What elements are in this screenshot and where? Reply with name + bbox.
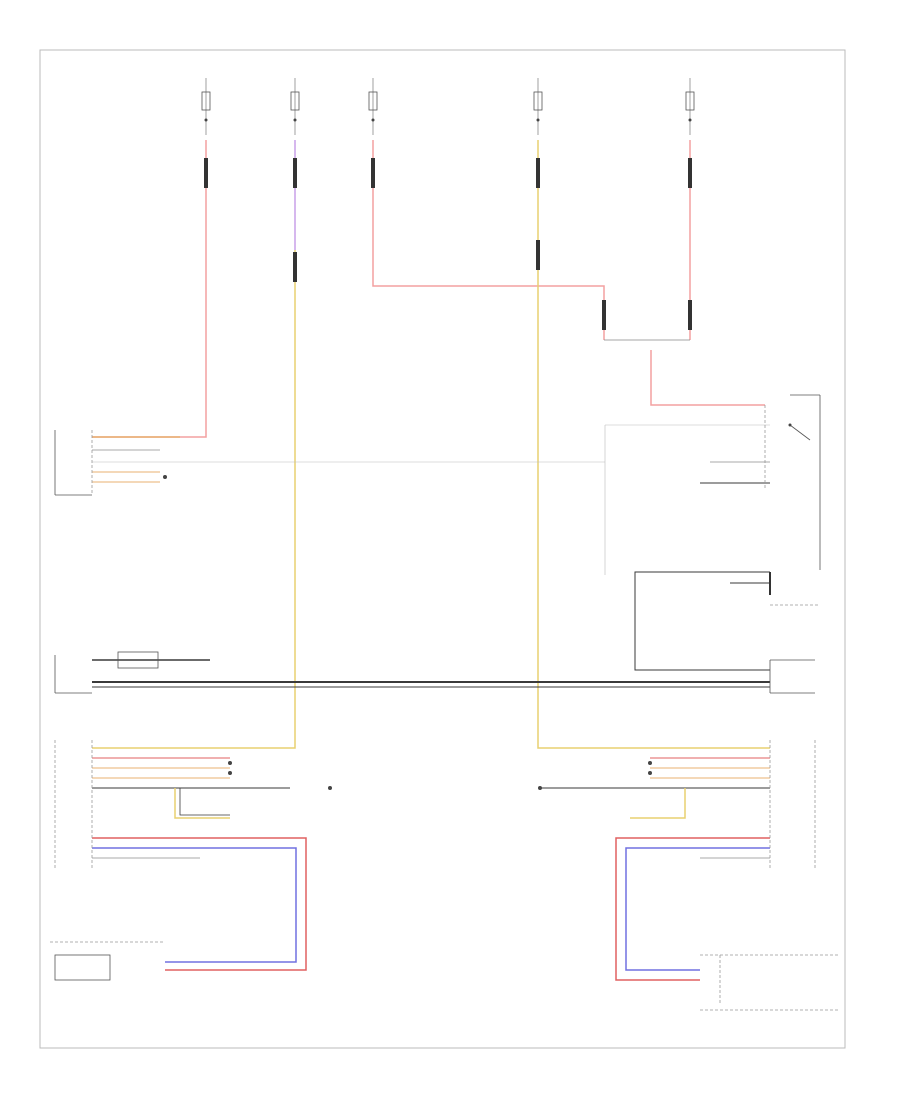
- wire-rear-red-loop: [615, 837, 770, 981]
- comfort-switch-wires: [92, 449, 167, 483]
- fuse-4: [533, 78, 543, 135]
- rear-inline-connector: [769, 572, 820, 606]
- fuse-5: [685, 78, 695, 135]
- wire-pink-rear-switch: [650, 350, 765, 406]
- fuse-1: [201, 78, 211, 135]
- front-sensor: [50, 941, 165, 981]
- wire-front-blue-loop: [92, 847, 297, 963]
- wire-yellow-front: [92, 250, 296, 749]
- front-inline-box: [117, 651, 159, 669]
- front-module-wires: [92, 757, 332, 819]
- wire-rear-black-1: [634, 571, 770, 671]
- main-ground-connector: [54, 655, 92, 694]
- fuse-3: [368, 78, 378, 135]
- wire-pink-junction-left: [372, 140, 605, 340]
- comfort-switch: [54, 430, 93, 496]
- diagram-frame: [39, 49, 846, 1049]
- wire-yellow-rear: [537, 140, 770, 749]
- rear-module-wires: [538, 757, 770, 819]
- rear-sensor: [700, 954, 840, 1011]
- wire-front-red-loop: [92, 837, 307, 971]
- rear-switch: [764, 394, 821, 570]
- wire-connectors: [204, 158, 692, 330]
- fuse-2: [290, 78, 300, 135]
- wire-pink-comfort: [92, 140, 207, 438]
- rear-module: [769, 659, 816, 870]
- front-module: [54, 740, 93, 870]
- wire-rear-blue-loop: [625, 847, 770, 971]
